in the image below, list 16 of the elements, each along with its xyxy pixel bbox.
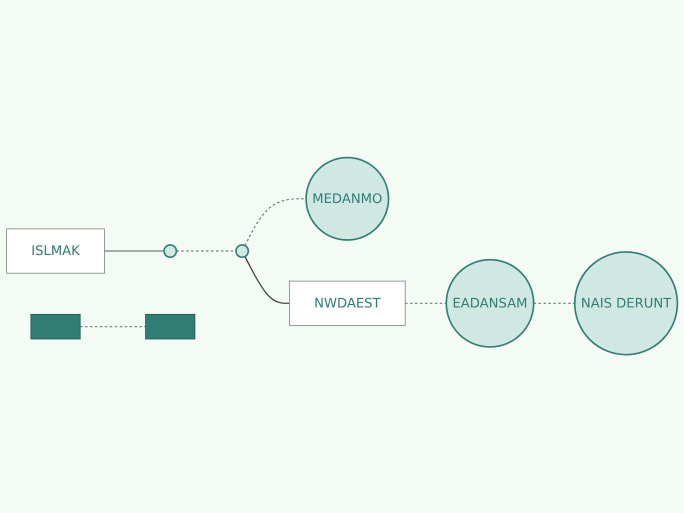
- node-circle: [235, 244, 250, 258]
- node-box: [145, 314, 196, 340]
- connector: [244, 198, 306, 246]
- node-circle: EADANSAM: [445, 259, 534, 348]
- node-box: NWDAEST: [289, 281, 406, 326]
- connector: [104, 250, 164, 252]
- connector: [405, 303, 446, 304]
- connector: [80, 326, 146, 328]
- connector: [244, 256, 290, 304]
- node-circle: NAIS DERUNT: [574, 252, 678, 356]
- node-box: [30, 314, 81, 340]
- node-box: ISLMAK: [6, 228, 105, 274]
- connector: [176, 250, 236, 252]
- node-circle: [163, 244, 178, 258]
- connector: [534, 303, 575, 304]
- node-circle: MEDANMO: [305, 157, 390, 242]
